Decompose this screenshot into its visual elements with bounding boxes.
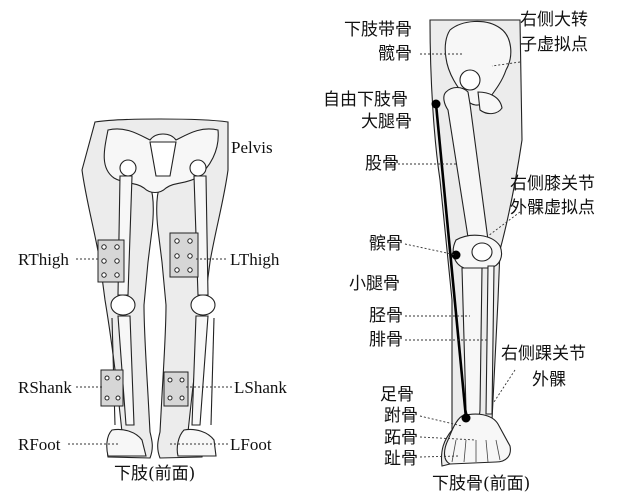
lthigh-marker-plate (170, 233, 198, 277)
rshank-marker-plate (101, 370, 123, 406)
label-rshank: RShank (18, 378, 72, 398)
label-rthigh: RThigh (18, 250, 69, 270)
fibula-bone (486, 266, 494, 414)
label-lthigh: LThigh (230, 250, 279, 270)
label-knee-joint-line1: 右侧膝关节 (510, 174, 595, 194)
label-phalanges: 趾骨 (384, 449, 418, 469)
greater-trochanter-point (432, 100, 441, 109)
label-lfoot: LFoot (230, 435, 272, 455)
acetabulum (460, 70, 480, 90)
label-free-lower-limb: 自由下肢骨 (323, 90, 408, 110)
lshank-marker-plate (164, 372, 188, 406)
patella-bone (472, 243, 492, 261)
label-greater-trochanter-line1: 右侧大转 (520, 10, 588, 30)
left-knee (191, 295, 215, 315)
right-knee (111, 295, 135, 315)
left-foot-bones (177, 429, 216, 456)
left-caption: 下肢(前面) (114, 464, 195, 484)
label-thigh-bone: 大腿骨 (361, 112, 412, 132)
label-lower-limb-girdle: 下肢带骨 (344, 20, 412, 40)
left-body-figure (82, 119, 228, 458)
label-lower-leg-bone: 小腿骨 (349, 274, 400, 294)
label-knee-joint-line2: 外髁虚拟点 (510, 198, 595, 218)
right-hip-socket (190, 160, 206, 176)
ankle-lateral-point (462, 414, 471, 423)
label-metatarsal: 跖骨 (384, 428, 418, 448)
label-tarsal: 跗骨 (384, 406, 418, 426)
label-ankle-joint-line2: 外髁 (532, 370, 566, 390)
label-tibia: 胫骨 (369, 306, 403, 326)
label-femur: 股骨 (365, 154, 399, 174)
right-bone-figure (430, 20, 522, 466)
left-fibula (211, 318, 214, 425)
right-caption: 下肢骨(前面) (432, 474, 530, 494)
left-hip-socket (120, 160, 136, 176)
label-ankle-joint-line1: 右侧踝关节 (501, 344, 586, 364)
label-fibula: 腓骨 (369, 330, 403, 350)
label-hip-bone: 髋骨 (378, 44, 412, 64)
label-greater-trochanter-line2: 子虚拟点 (520, 35, 588, 55)
label-patella: 髌骨 (369, 234, 403, 254)
label-pelvis: Pelvis (231, 138, 273, 158)
label-rfoot: RFoot (18, 435, 61, 455)
label-lshank: LShank (234, 378, 287, 398)
label-foot-bone: 足骨 (380, 385, 414, 405)
